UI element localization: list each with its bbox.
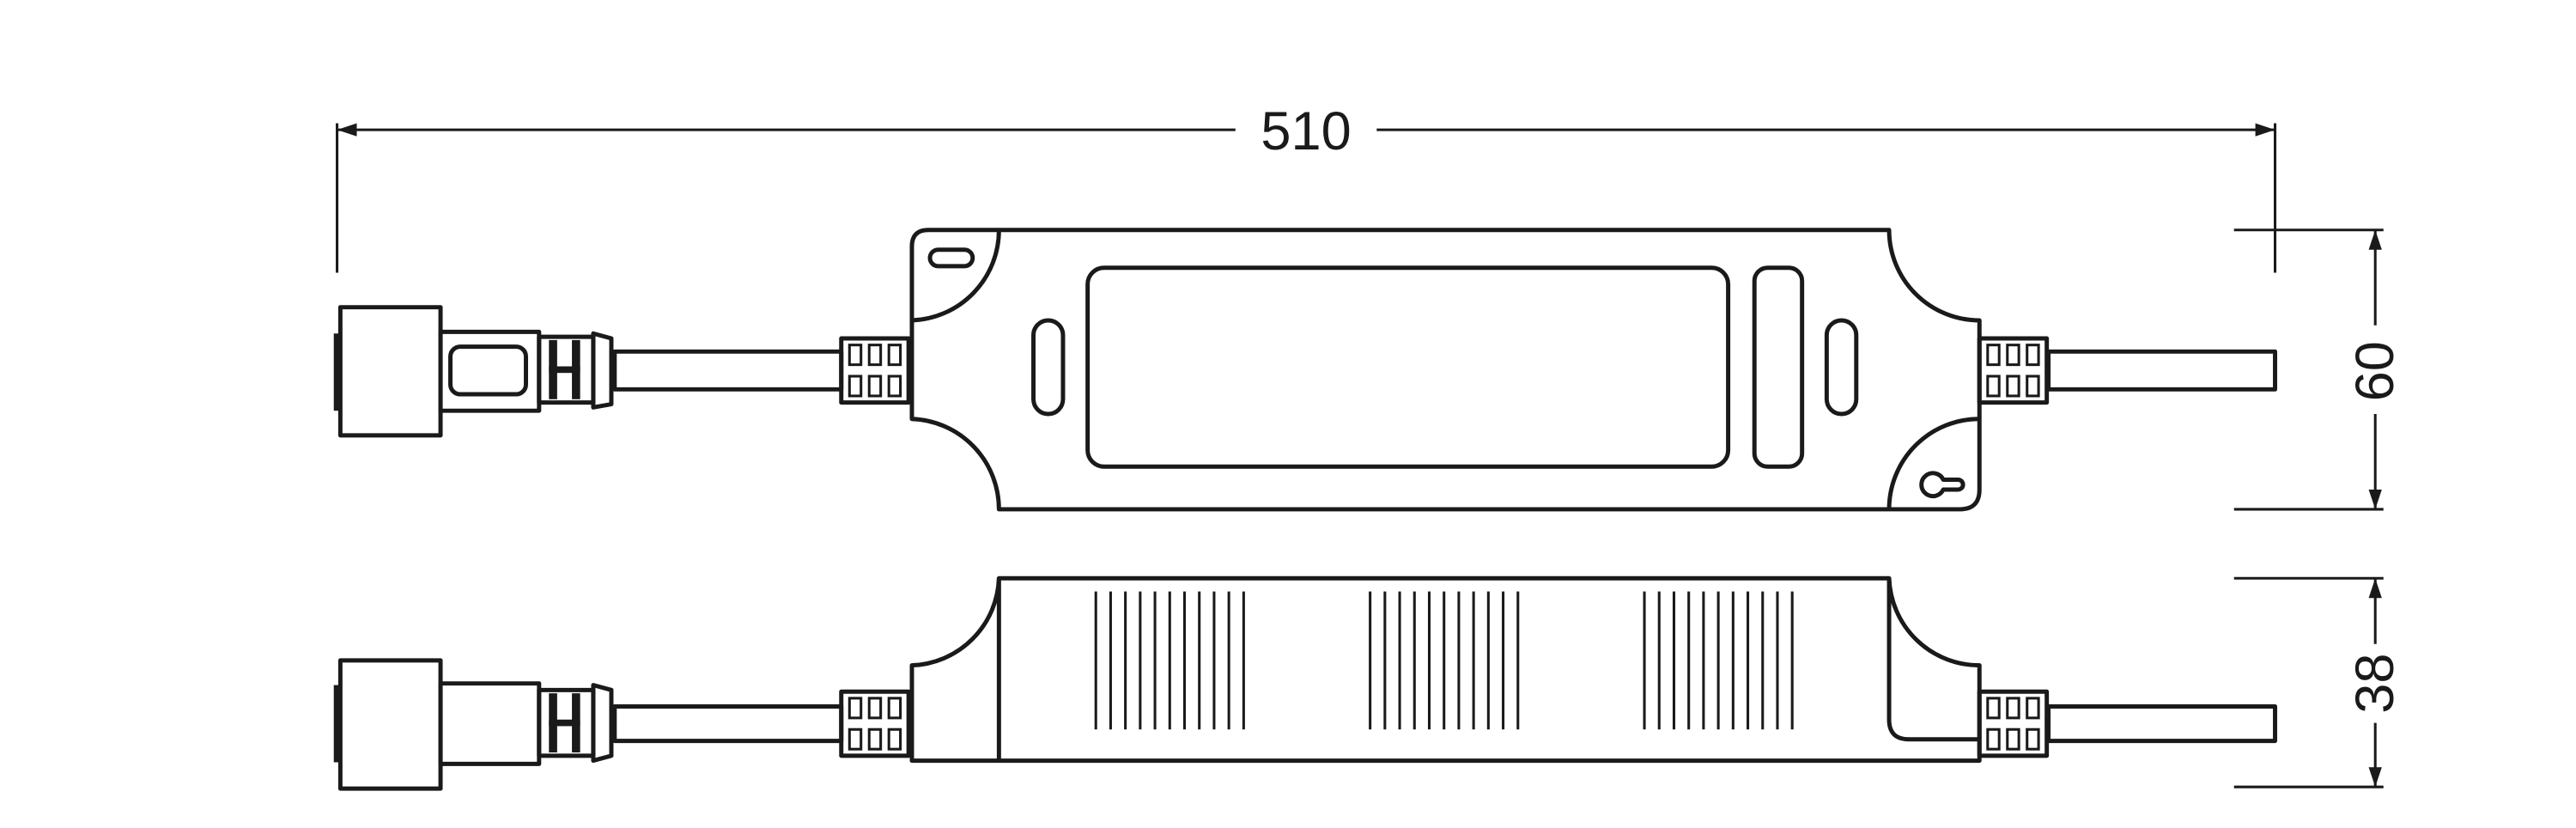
- cable-left: [612, 349, 844, 392]
- arrow-right-icon: [2255, 123, 2275, 137]
- height-label: 38: [2345, 654, 2405, 714]
- vent-slots: [1094, 591, 1245, 730]
- height-dimension: 38: [2233, 576, 2405, 788]
- vent-slots: [1643, 591, 1794, 730]
- width-label: 60: [2345, 341, 2405, 401]
- length-dimension: 510: [336, 101, 2277, 273]
- label-area: [1085, 265, 1731, 469]
- mounting-slot: [927, 247, 975, 269]
- keyhole-icon: [1919, 471, 1965, 499]
- top-view: [333, 228, 2278, 512]
- side-view: [333, 575, 2278, 791]
- driver-body-side: [909, 575, 1982, 764]
- width-dimension: 60: [2233, 228, 2405, 511]
- length-label: 510: [1261, 101, 1351, 161]
- connector-side: [333, 658, 614, 791]
- arrow-left-icon: [337, 123, 357, 137]
- driver-body: [909, 228, 1982, 512]
- cable-right: [2046, 349, 2278, 392]
- vent-slots: [1369, 591, 1520, 730]
- connector-top: [333, 305, 614, 438]
